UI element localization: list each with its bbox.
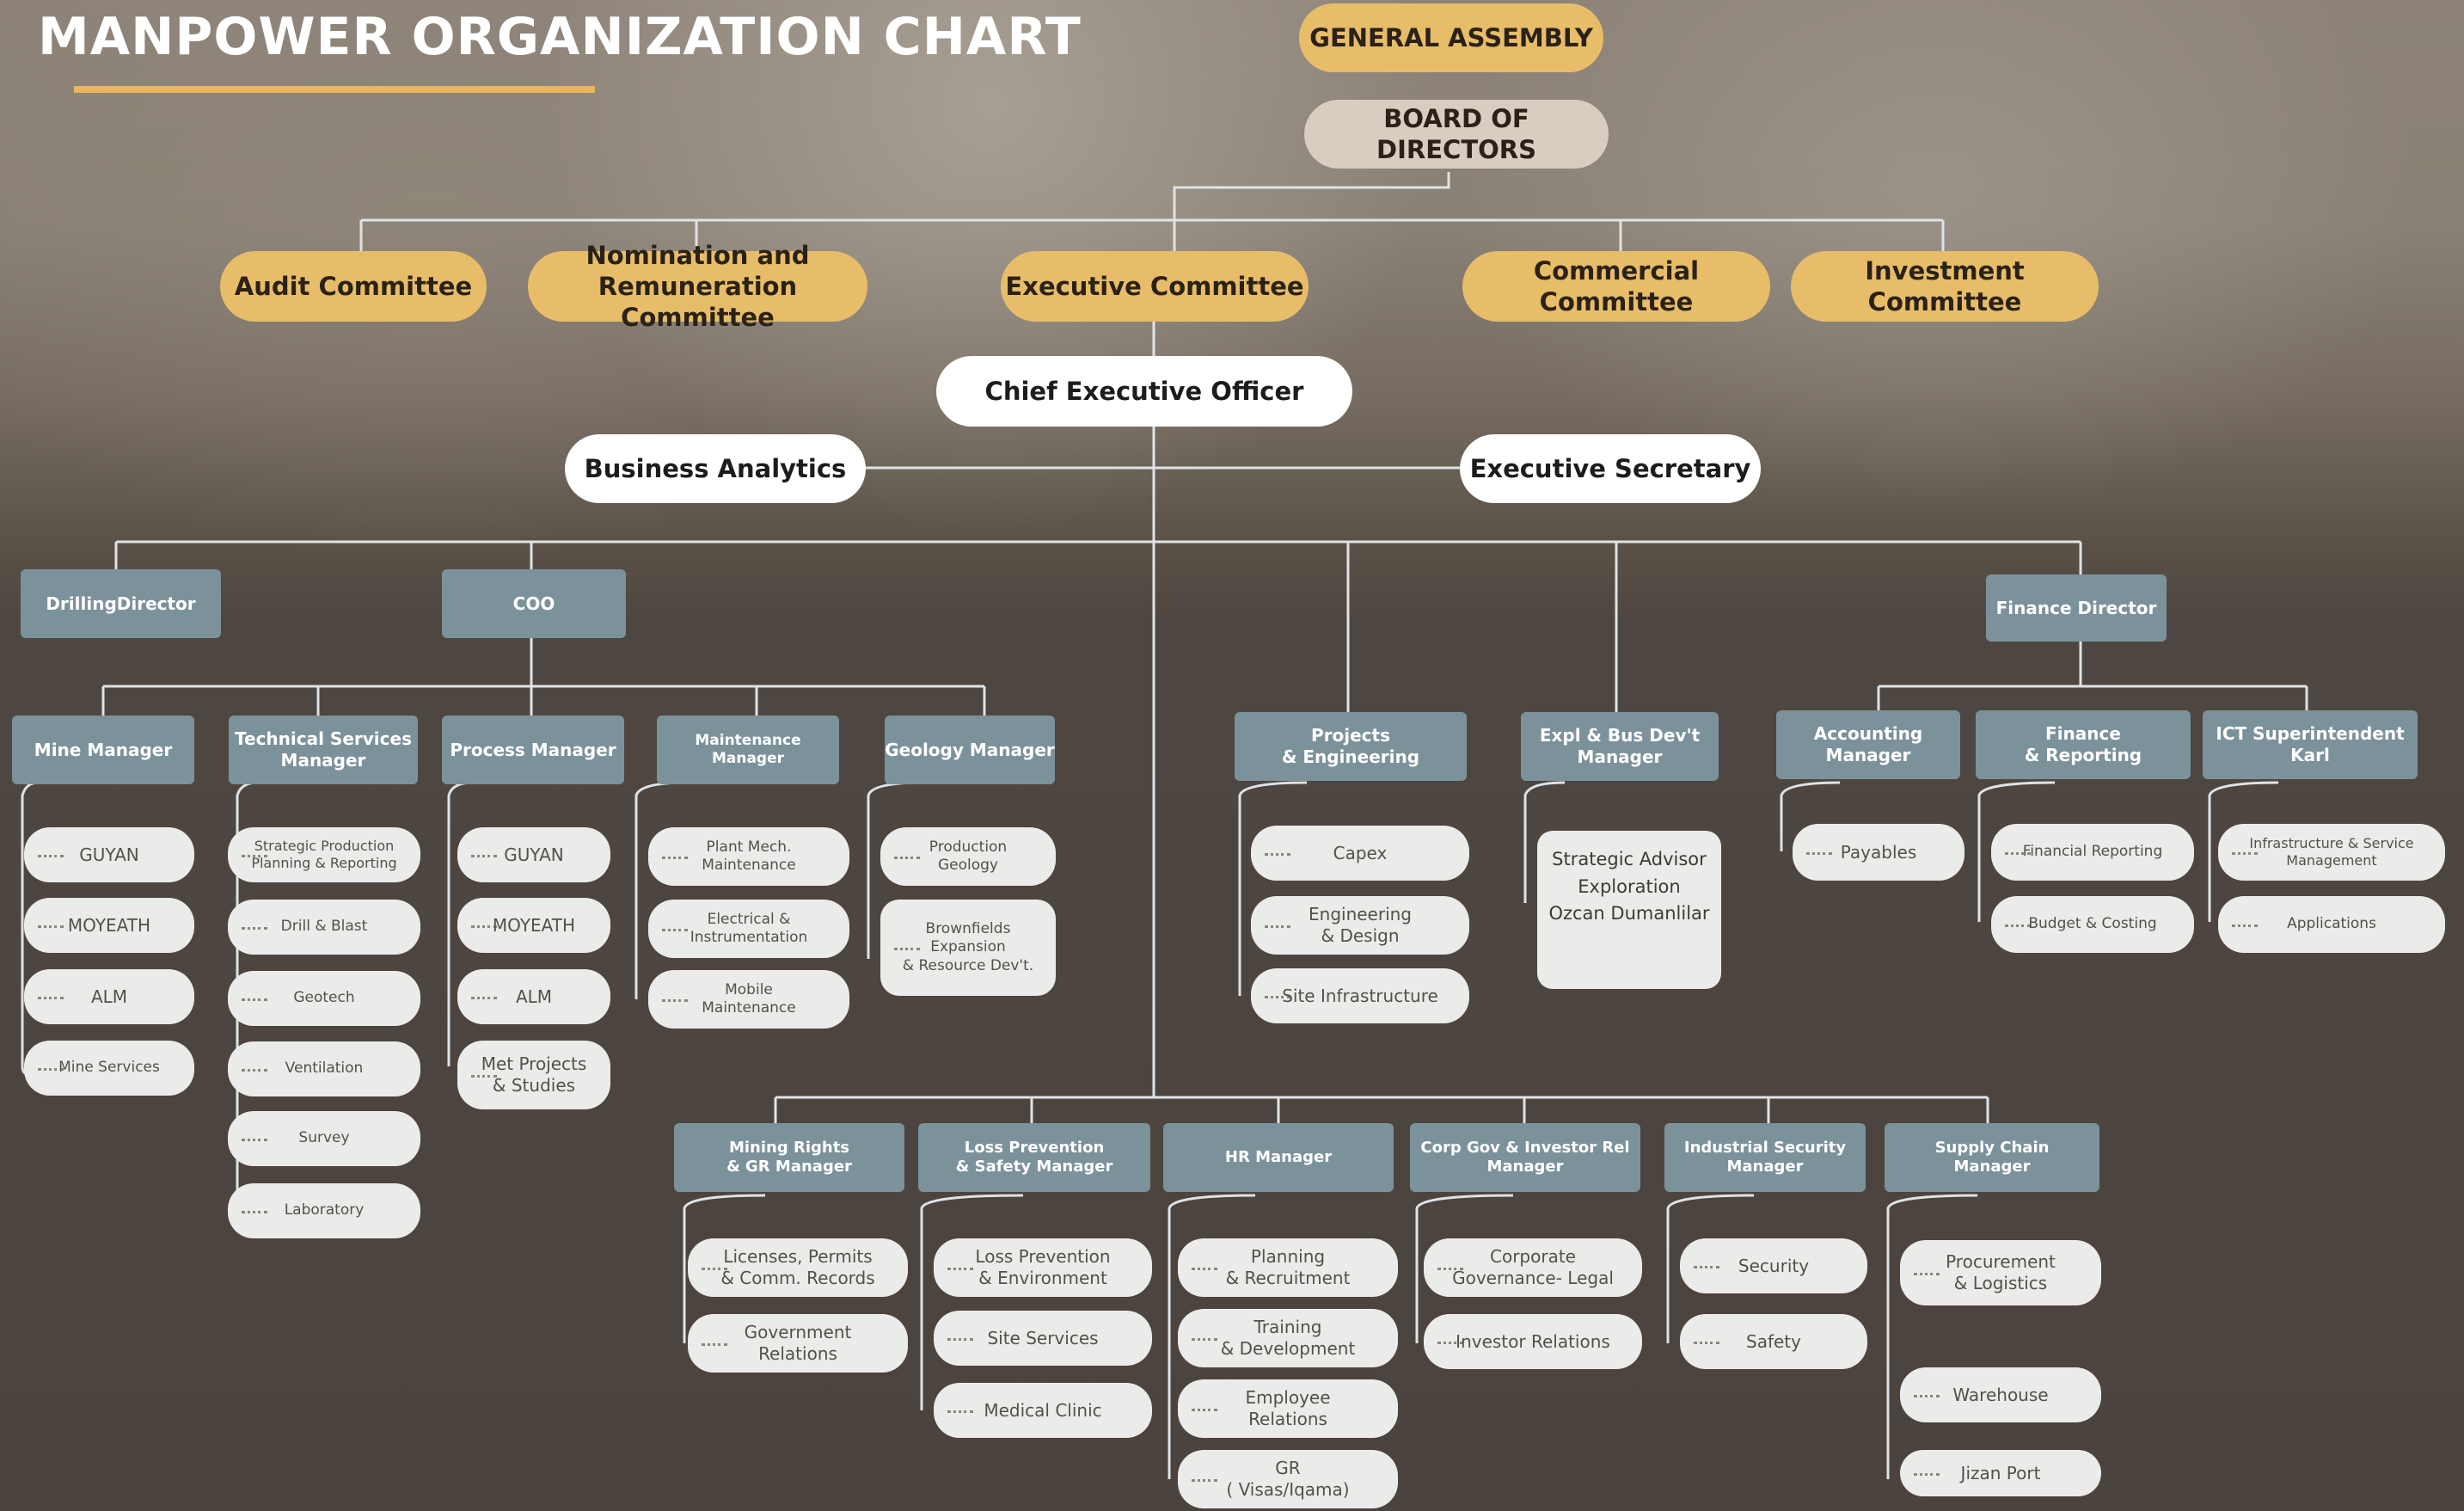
corp-gov-leaf-investor-relations: Investor Relations — [1424, 1314, 1642, 1369]
supply-chain-leaf-jizan-port: Jizan Port — [1900, 1450, 2101, 1496]
finrep-leaf-budget-costing: Budget & Costing — [1991, 896, 2194, 953]
page-title: MANPOWER ORGANIZATION CHART — [38, 7, 1082, 67]
industrial-security-leaf-security: Security — [1680, 1238, 1867, 1293]
projects-engineering-node: Projects & Engineering — [1235, 712, 1467, 781]
technical-leaf-laboratory: Laboratory — [228, 1183, 420, 1238]
process-leaf-moyeath: MOYEATH — [457, 898, 610, 953]
mining-rights-leaf-licenses: Licenses, Permits & Comm. Records — [688, 1238, 908, 1297]
loss-prevention-manager-node: Loss Prevention & Safety Manager — [918, 1123, 1150, 1192]
mining-rights-leaf-government-relations: Government Relations — [688, 1314, 908, 1373]
geology-manager-node: Geology Manager — [885, 716, 1055, 784]
technical-leaf-geotech: Geotech — [228, 971, 420, 1026]
technical-leaf-strategic-production: Strategic Production Planning & Reportin… — [228, 827, 420, 882]
hr-leaf-employee-relations: Employee Relations — [1178, 1379, 1398, 1438]
strategic-advisor-node: Strategic Advisor Exploration Ozcan Duma… — [1537, 831, 1721, 989]
ict-superintendent-node: ICT Superintendent Karl — [2203, 710, 2418, 779]
maintenance-leaf-mobile: Mobile Maintenance — [648, 970, 849, 1029]
mine-leaf-moyeath: MOYEATH — [24, 898, 194, 953]
mine-manager-node: Mine Manager — [12, 716, 194, 784]
ceo-node: Chief Executive Officer — [936, 356, 1352, 427]
finance-reporting-node: Finance & Reporting — [1976, 710, 2191, 779]
business-analytics-node: Business Analytics — [565, 434, 866, 503]
geology-leaf-production: Production Geology — [880, 827, 1056, 886]
hr-leaf-planning-recruitment: Planning & Recruitment — [1178, 1238, 1398, 1297]
investment-committee-node: Investment Committee — [1791, 251, 2099, 322]
mine-leaf-guyan: GUYAN — [24, 827, 194, 882]
supply-chain-leaf-procurement-logistics: Procurement & Logistics — [1900, 1240, 2101, 1305]
title-underline — [74, 86, 595, 93]
process-leaf-alm: ALM — [457, 969, 610, 1024]
loss-prevention-leaf-environment: Loss Prevention & Environment — [934, 1238, 1152, 1297]
geology-leaf-brownfields: Brownfields Expansion & Resource Dev't. — [880, 900, 1056, 996]
process-manager-node: Process Manager — [442, 716, 624, 784]
commercial-committee-node: Commercial Committee — [1462, 251, 1770, 322]
executive-secretary-node: Executive Secretary — [1460, 434, 1761, 503]
technical-leaf-drill-blast: Drill & Blast — [228, 900, 420, 955]
maintenance-leaf-plant-mech: Plant Mech. Maintenance — [648, 827, 849, 886]
projects-leaf-engineering-design: Engineering & Design — [1251, 896, 1469, 955]
mine-leaf-alm: ALM — [24, 969, 194, 1024]
accounting-leaf-payables: Payables — [1793, 824, 1964, 881]
industrial-security-manager-node: Industrial Security Manager — [1664, 1123, 1866, 1192]
projects-leaf-site-infrastructure: Site Infrastructure — [1251, 968, 1469, 1023]
board-of-directors-node: BOARD OF DIRECTORS — [1304, 100, 1609, 169]
accounting-manager-node: Accounting Manager — [1776, 710, 1960, 779]
general-assembly-node: GENERAL ASSEMBLY — [1299, 3, 1603, 72]
technical-services-manager-node: Technical Services Manager — [229, 716, 418, 784]
coo-node: COO — [442, 569, 626, 638]
technical-leaf-survey: Survey — [228, 1111, 420, 1166]
executive-committee-node: Executive Committee — [1001, 251, 1309, 322]
hr-leaf-training-development: Training & Development — [1178, 1309, 1398, 1367]
process-leaf-guyan: GUYAN — [457, 827, 610, 882]
hr-manager-node: HR Manager — [1163, 1123, 1394, 1192]
loss-prevention-leaf-medical-clinic: Medical Clinic — [934, 1383, 1152, 1438]
maintenance-leaf-electrical: Electrical & Instrumentation — [648, 900, 849, 958]
hr-leaf-gr-visas: GR ( Visas/Iqama) — [1178, 1450, 1398, 1508]
mine-leaf-mine-services: Mine Services — [24, 1041, 194, 1096]
ict-leaf-infrastructure-service: Infrastructure & Service Management — [2218, 824, 2445, 881]
finance-director-node: Finance Director — [1986, 574, 2167, 642]
technical-leaf-ventilation: Ventilation — [228, 1041, 420, 1096]
process-leaf-met-projects: Met Projects & Studies — [457, 1041, 610, 1109]
audit-committee-node: Audit Committee — [220, 251, 487, 322]
drilling-director-node: DrillingDirector — [21, 569, 221, 638]
finrep-leaf-financial-reporting: Financial Reporting — [1991, 824, 2194, 881]
nomination-remuneration-committee-node: Nomination and Remuneration Committee — [528, 241, 867, 332]
mining-rights-manager-node: Mining Rights & GR Manager — [674, 1123, 904, 1192]
industrial-security-leaf-safety: Safety — [1680, 1314, 1867, 1369]
supply-chain-leaf-warehouse: Warehouse — [1900, 1367, 2101, 1422]
projects-leaf-capex: Capex — [1251, 826, 1469, 881]
corp-gov-investor-rel-manager-node: Corp Gov & Investor Rel Manager — [1410, 1123, 1640, 1192]
loss-prevention-leaf-site-services: Site Services — [934, 1311, 1152, 1366]
maintenance-manager-node: Maintenance Manager — [657, 716, 839, 784]
ict-leaf-applications: Applications — [2218, 896, 2445, 953]
corp-gov-leaf-corporate-governance: Corporate Governance- Legal — [1424, 1238, 1642, 1297]
expl-bus-dev-manager-node: Expl & Bus Dev't Manager — [1521, 712, 1719, 781]
supply-chain-manager-node: Supply Chain Manager — [1885, 1123, 2099, 1192]
